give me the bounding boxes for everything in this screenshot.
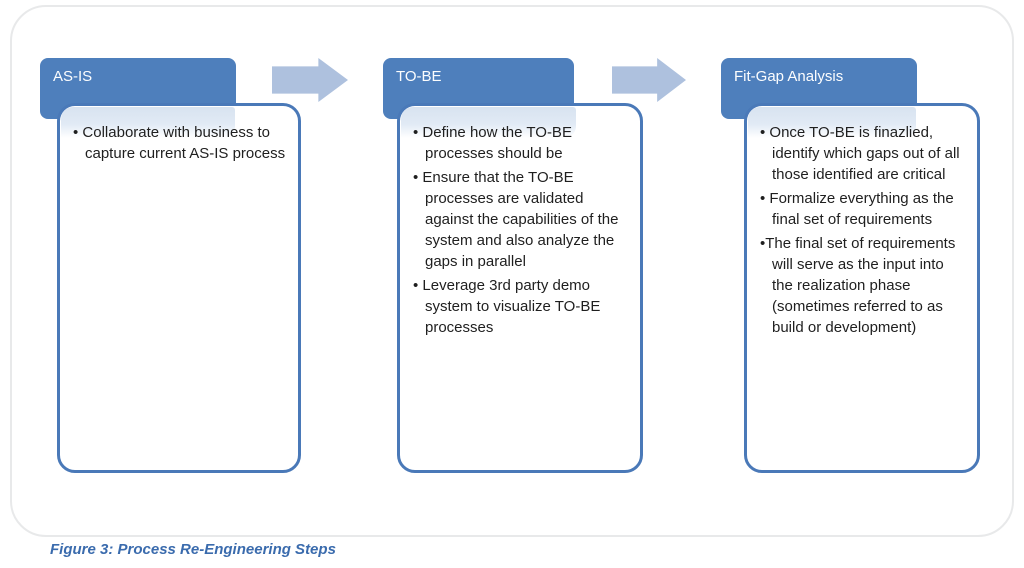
bullet-item: • Leverage 3rd party demo system to visu… [413, 277, 601, 336]
figure-caption: Figure 3: Process Re-Engineering Steps [50, 541, 336, 558]
step-body-as-is: • Collaborate with business to capture c… [57, 103, 301, 473]
step-body-to-be: • Define how the TO-BE processes should … [397, 103, 643, 473]
bullet-item: • Ensure that the TO-BE processes are va… [413, 169, 619, 270]
bullet-item: • Once TO-BE is finazlied, identify whic… [760, 124, 960, 183]
step-title: TO-BE [396, 68, 442, 85]
step-title: Fit-Gap Analysis [734, 68, 844, 85]
step-title: AS-IS [53, 68, 93, 85]
bullet-list: • Collaborate with business to capture c… [60, 106, 298, 164]
bullet-list: • Once TO-BE is finazlied, identify whic… [747, 106, 977, 338]
bullet-item: •The final set of requirements will serv… [760, 235, 956, 336]
header-overlap-strip [401, 107, 577, 138]
step-body-fit-gap: • Once TO-BE is finazlied, identify whic… [744, 103, 980, 473]
bullet-item: • Formalize everything as the final set … [760, 190, 954, 228]
bullet-list: • Define how the TO-BE processes should … [400, 106, 640, 338]
header-overlap-strip [61, 107, 235, 138]
header-overlap-strip [748, 107, 916, 138]
bullet-item: • Define how the TO-BE processes should … [413, 124, 572, 162]
diagram-frame [10, 5, 1014, 537]
bullet-item: • Collaborate with business to capture c… [73, 124, 286, 162]
